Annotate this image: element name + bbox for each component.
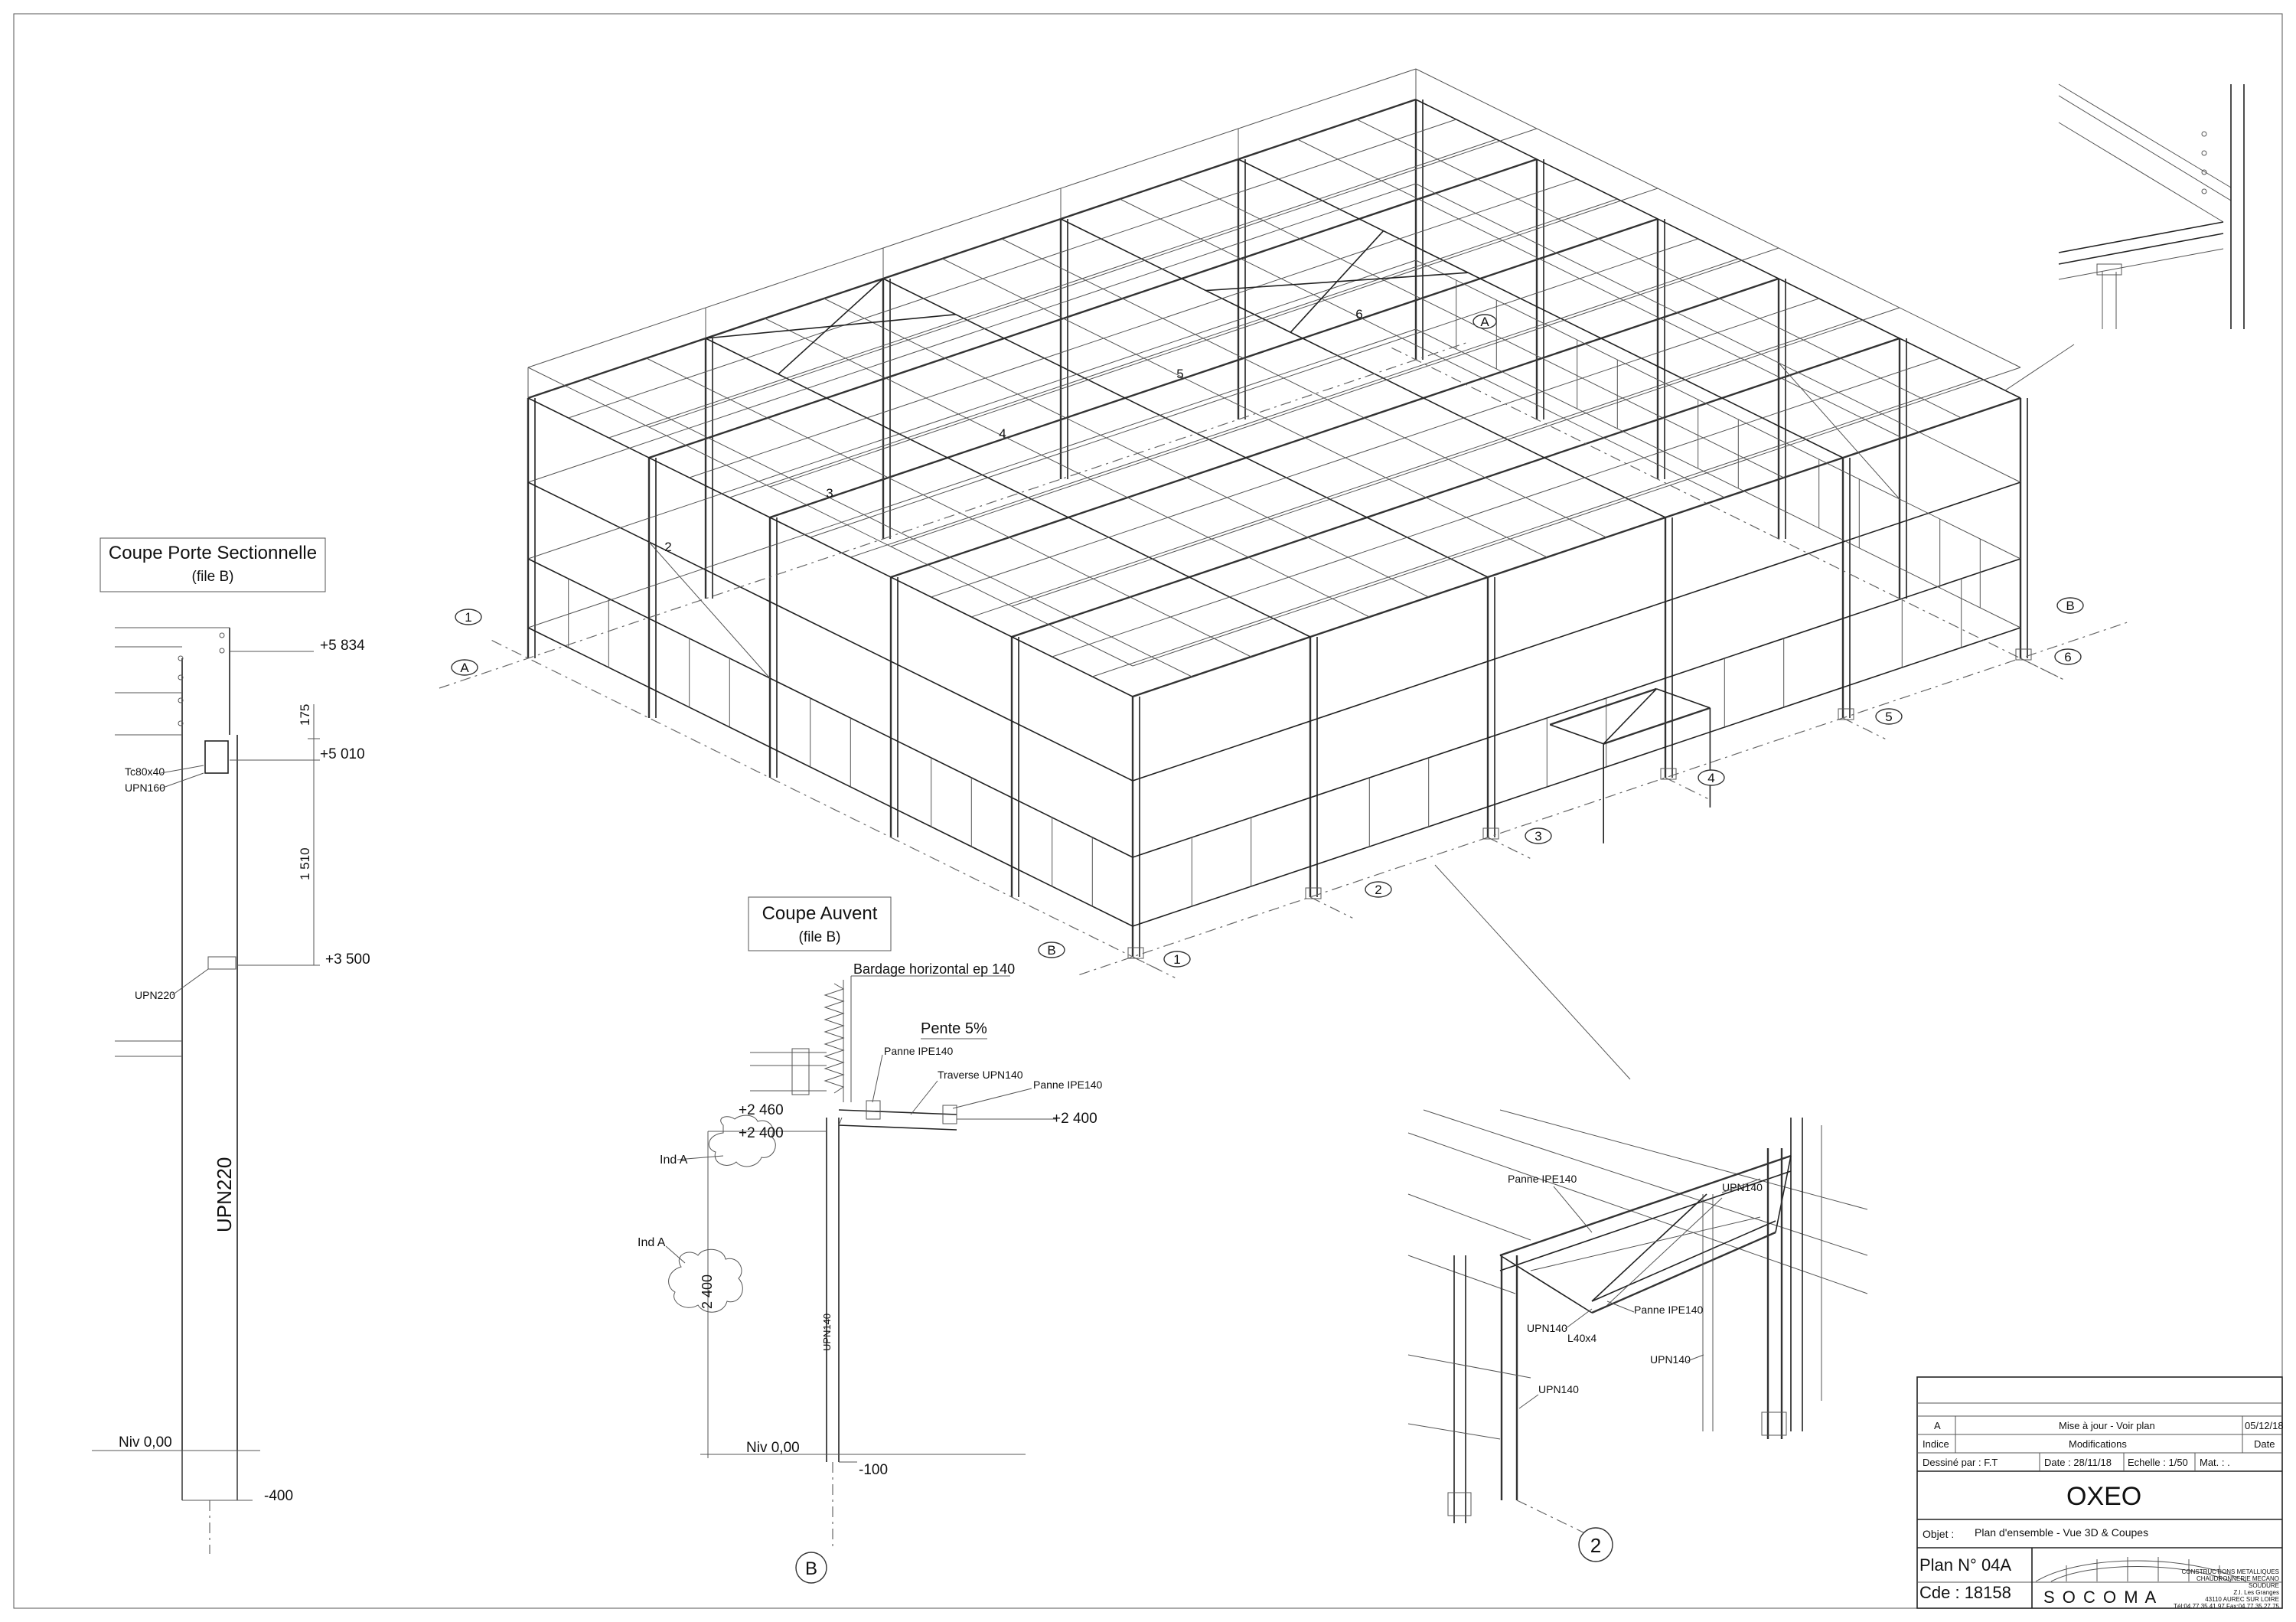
sheet-frame — [13, 13, 2283, 1609]
bay-label-3: 3 — [826, 486, 833, 501]
company-line: Tél:04.77.35.41.97 Fax:04.77.35.27.75 — [2174, 1603, 2279, 1610]
company-address: CONSTRUCTIONS METALLIQUES CHAUDRONNERIE … — [2166, 1568, 2279, 1610]
foot-level: -400 — [264, 1488, 293, 1504]
isometric-structure-view — [439, 68, 2128, 978]
drawing-date: Date : 28/11/18 — [2044, 1457, 2112, 1468]
rev-description: Mise à jour - Voir plan — [2059, 1420, 2155, 1431]
project-name: OXEO — [2066, 1482, 2142, 1511]
header-modifications: Modifications — [2069, 1438, 2127, 1450]
company-line: Z.I. Les Granges — [2233, 1589, 2279, 1596]
detail-panne-ipe140-b: Panne IPE140 — [1634, 1304, 1704, 1316]
section-auvent-subtitle: (file B) — [799, 929, 841, 945]
grid-bottom-b: B — [1047, 943, 1055, 958]
grid-front-5: 5 — [1885, 710, 1892, 724]
plan-number: Plan N° 04A — [1919, 1555, 2012, 1575]
grid-top-a: A — [1480, 315, 1489, 329]
label-ind-a-2: Ind A — [638, 1236, 666, 1249]
level-top-2460: +2 460 — [739, 1102, 784, 1118]
object-description: Plan d'ensemble - Vue 3D & Coupes — [1975, 1526, 2149, 1539]
grid-right-b: B — [2066, 599, 2074, 613]
grid-front-4: 4 — [1707, 771, 1714, 785]
auvent-ground: Niv 0,00 — [746, 1440, 800, 1456]
detail-upn140-b: UPN140 — [1527, 1322, 1567, 1334]
section-porte-title: Coupe Porte Sectionnelle — [109, 543, 317, 563]
level-3500: +3 500 — [325, 951, 370, 968]
detail-leader-line — [1434, 864, 1631, 1080]
detail-auvent-3d: Panne IPE140 UPN140 Panne IPE140 UPN140 … — [1407, 864, 1868, 1562]
column-upn220-label: UPN220 — [213, 1157, 236, 1232]
detail-top-right — [2004, 83, 2245, 391]
ground-level: Niv 0,00 — [119, 1434, 172, 1451]
profile-upn220: UPN220 — [135, 989, 175, 1001]
grid-bottom-1: 1 — [1173, 952, 1180, 967]
grid-marker-b: B — [805, 1558, 817, 1579]
detail-marker-2: 2 — [1590, 1534, 1601, 1557]
grid-left-1: 1 — [465, 610, 471, 625]
level-mid-2400: +2 400 — [739, 1125, 784, 1141]
detail-upn140-a: UPN140 — [1722, 1181, 1763, 1193]
company-name: S O C O M A — [2043, 1588, 2158, 1607]
section-auvent: Coupe Auvent (file B) Bardage horizontal… — [638, 896, 1103, 1584]
profile-upn160: UPN160 — [125, 782, 165, 794]
bay-label-4: 4 — [999, 426, 1006, 441]
section-auvent-title: Coupe Auvent — [762, 903, 878, 924]
drawing-scale: Echelle : 1/50 — [2128, 1457, 2188, 1468]
drawn-by: Dessiné par : F.T — [1923, 1457, 1998, 1468]
rev-index: A — [1934, 1420, 1941, 1431]
dim-175: 175 — [298, 704, 312, 726]
label-ind-a-1: Ind A — [660, 1154, 688, 1167]
bay-label-2: 2 — [664, 540, 671, 554]
detail-upn140-c: UPN140 — [1650, 1353, 1691, 1366]
profile-tc80x40: Tc80x40 — [125, 765, 165, 778]
grid-front-3: 3 — [1534, 829, 1541, 844]
grid-front-6: 6 — [2064, 650, 2071, 664]
dim-2400: 2 400 — [700, 1274, 715, 1309]
detail-l40x4: L40x4 — [1567, 1332, 1596, 1344]
revision-cloud-2 — [668, 1248, 743, 1313]
label-panne-left: Panne IPE140 — [884, 1045, 954, 1057]
bay-label-5: 5 — [1176, 367, 1183, 381]
label-panne-right: Panne IPE140 — [1033, 1079, 1103, 1091]
level-5834: +5 834 — [320, 638, 365, 654]
company-line: 43110 AUREC SUR LOIRE — [2205, 1596, 2279, 1603]
column-upn140: UPN140 — [821, 1314, 833, 1351]
header-date: Date — [2254, 1438, 2275, 1450]
level-5010: +5 010 — [320, 746, 365, 762]
section-porte-subtitle: (file B) — [192, 569, 234, 585]
title-block — [1916, 1376, 2283, 1609]
detail-upn140-d: UPN140 — [1538, 1383, 1579, 1395]
label-bardage: Bardage horizontal ep 140 — [853, 961, 1015, 977]
section-porte-sectionnelle: Coupe Porte Sectionnelle (file B) + — [92, 537, 370, 1554]
dim-1510: 1 510 — [298, 847, 312, 880]
header-indice: Indice — [1923, 1438, 1949, 1450]
object-label: Objet : — [1923, 1528, 1955, 1540]
label-traverse: Traverse UPN140 — [938, 1069, 1023, 1081]
company-line: CHAUDRONNERIE MECANO SOUDURE — [2196, 1575, 2279, 1589]
grid-front-2: 2 — [1375, 883, 1381, 897]
company-line: CONSTRUCTIONS METALLIQUES — [2181, 1568, 2279, 1575]
bay-label-6: 6 — [1355, 307, 1362, 321]
label-pente: Pente 5% — [921, 1020, 987, 1037]
drawing-material: Mat. : . — [2200, 1457, 2230, 1468]
order-number: Cde : 18158 — [1919, 1583, 2011, 1602]
grid-left-a: A — [460, 661, 469, 675]
grid-markers: 1 A B 1 2 3 4 5 6 B A 2 3 4 5 6 — [451, 307, 2084, 968]
auvent-foot: -100 — [859, 1462, 888, 1478]
revision-cloud-1 — [708, 1115, 776, 1167]
rev-date: 05/12/18 — [2245, 1420, 2284, 1431]
level-right-2400: +2 400 — [1052, 1111, 1097, 1127]
detail-panne-ipe140-a: Panne IPE140 — [1508, 1173, 1577, 1185]
